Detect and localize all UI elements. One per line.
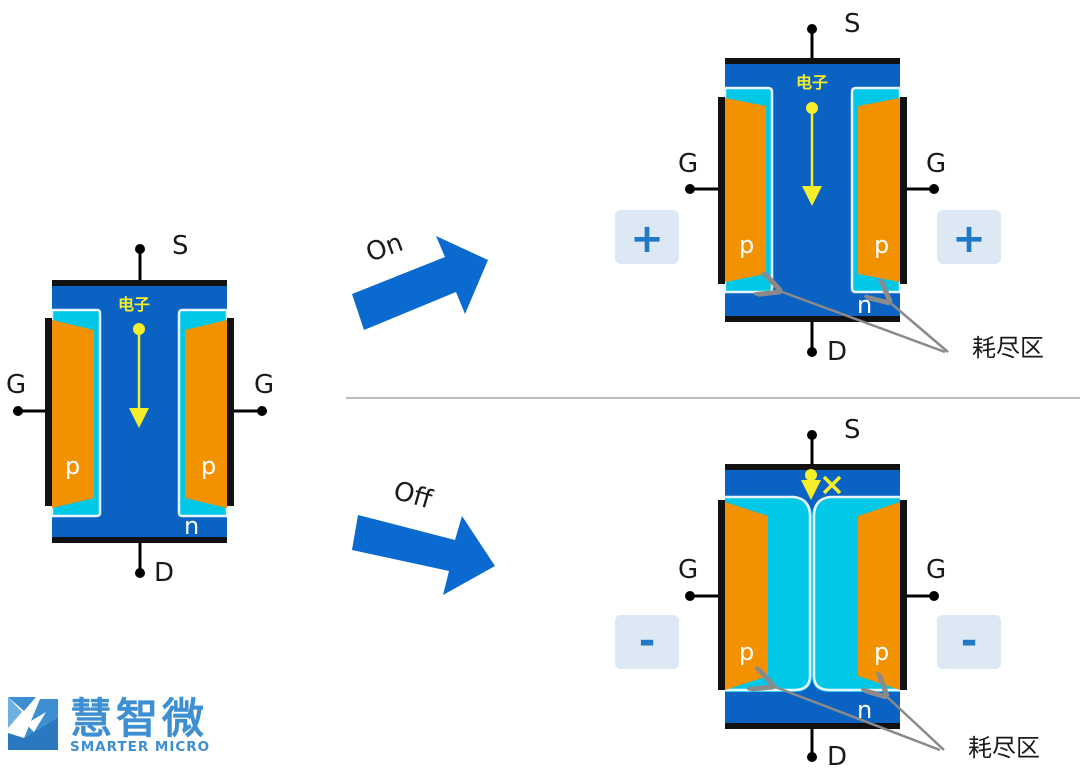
on-arrow-group: On (352, 228, 488, 330)
p-region-left (725, 98, 766, 282)
electron-label: 电子 (796, 73, 828, 92)
source-label: S (172, 231, 189, 261)
n-label: n (857, 291, 872, 319)
gate-label-left: G (6, 370, 26, 400)
gate-contact-right (900, 500, 907, 690)
drain-terminal (135, 568, 145, 578)
source-terminal (135, 244, 145, 254)
source-label: S (844, 415, 861, 445)
plus-sign-left: + (630, 216, 664, 262)
gate-terminal-left (13, 406, 23, 416)
n-label: n (857, 696, 872, 724)
gate-label-right: G (254, 370, 274, 400)
device-on: S p p n G G 电子 D + + 耗尽区 (615, 9, 1044, 367)
drain-label: D (154, 558, 174, 588)
gate-contact-right (900, 97, 907, 284)
positive-bias-box-right (937, 210, 1001, 264)
electron-dot (806, 102, 818, 114)
source-terminal (807, 24, 817, 34)
gate-terminal-left (685, 591, 695, 601)
off-label: Off (390, 476, 436, 516)
depletion-label: 耗尽区 (968, 734, 1040, 762)
gate-label-left: G (678, 555, 698, 585)
off-arrow-group: Off (352, 476, 495, 595)
source-contact (725, 58, 900, 64)
p-region-left (725, 502, 768, 690)
p-label-left: p (739, 231, 754, 259)
drain-label: D (827, 337, 847, 367)
gate-terminal-right (929, 591, 939, 601)
gate-terminal-right (929, 184, 939, 194)
gate-label-right: G (926, 555, 946, 585)
n-label: n (184, 512, 199, 540)
depletion-pointer-right (887, 300, 949, 353)
depletion-region-merged (725, 497, 900, 692)
drain-label: D (827, 742, 847, 772)
drain-contact (725, 316, 900, 322)
logo-mark-icon (8, 697, 58, 750)
depletion-pointer-left (770, 685, 941, 752)
minus-sign-right: - (961, 618, 978, 664)
drain-contact (725, 723, 900, 729)
electron-dot (133, 323, 145, 335)
electron-label: 电子 (118, 295, 150, 314)
gate-contact-right (227, 318, 234, 506)
off-arrow (352, 515, 495, 595)
gate-label-right: G (926, 149, 946, 179)
drain-terminal (807, 347, 817, 357)
on-label: On (362, 228, 407, 269)
gate-contact-left (45, 318, 52, 506)
plus-sign-right: + (952, 216, 986, 262)
minus-sign-left: - (639, 618, 656, 664)
gate-label-left: G (678, 149, 698, 179)
gate-terminal-right (257, 406, 267, 416)
p-label-right: p (201, 452, 216, 480)
device-off: S p p n G G D - - (615, 415, 1040, 772)
p-label-left: p (739, 638, 754, 666)
blocked-cross-icon (822, 475, 842, 495)
drain-contact (52, 537, 227, 543)
gate-contact-left (718, 97, 725, 284)
positive-bias-box-left (615, 210, 679, 264)
logo-name-en: SMARTER MICRO (70, 739, 210, 755)
on-arrow (352, 236, 488, 330)
p-label-right: p (874, 638, 889, 666)
source-label: S (844, 9, 861, 39)
device-neutral: S p p n G G 电子 D (6, 231, 274, 588)
depletion-edge-left (725, 495, 812, 692)
p-region-left (52, 320, 94, 508)
logo-name-cn: 慧智微 (70, 694, 208, 743)
depletion-pointer-left (777, 290, 946, 354)
depletion-pointer-right (884, 694, 945, 751)
depletion-label: 耗尽区 (972, 334, 1044, 362)
negative-bias-box-right (937, 615, 1001, 669)
source-contact (52, 280, 227, 286)
p-region-right (858, 98, 900, 282)
p-region-right (185, 320, 227, 508)
company-logo: 慧智微 SMARTER MICRO (8, 694, 210, 755)
negative-bias-box-left (615, 615, 679, 669)
p-label-right: p (874, 231, 889, 259)
source-terminal (807, 430, 817, 440)
drain-terminal (807, 752, 817, 762)
gate-contact-left (718, 500, 725, 690)
p-region-right (858, 502, 900, 690)
electron-dot (805, 469, 817, 481)
depletion-edge-right (812, 495, 900, 692)
source-contact (725, 464, 900, 470)
gate-terminal-left (685, 184, 695, 194)
p-label-left: p (65, 452, 80, 480)
